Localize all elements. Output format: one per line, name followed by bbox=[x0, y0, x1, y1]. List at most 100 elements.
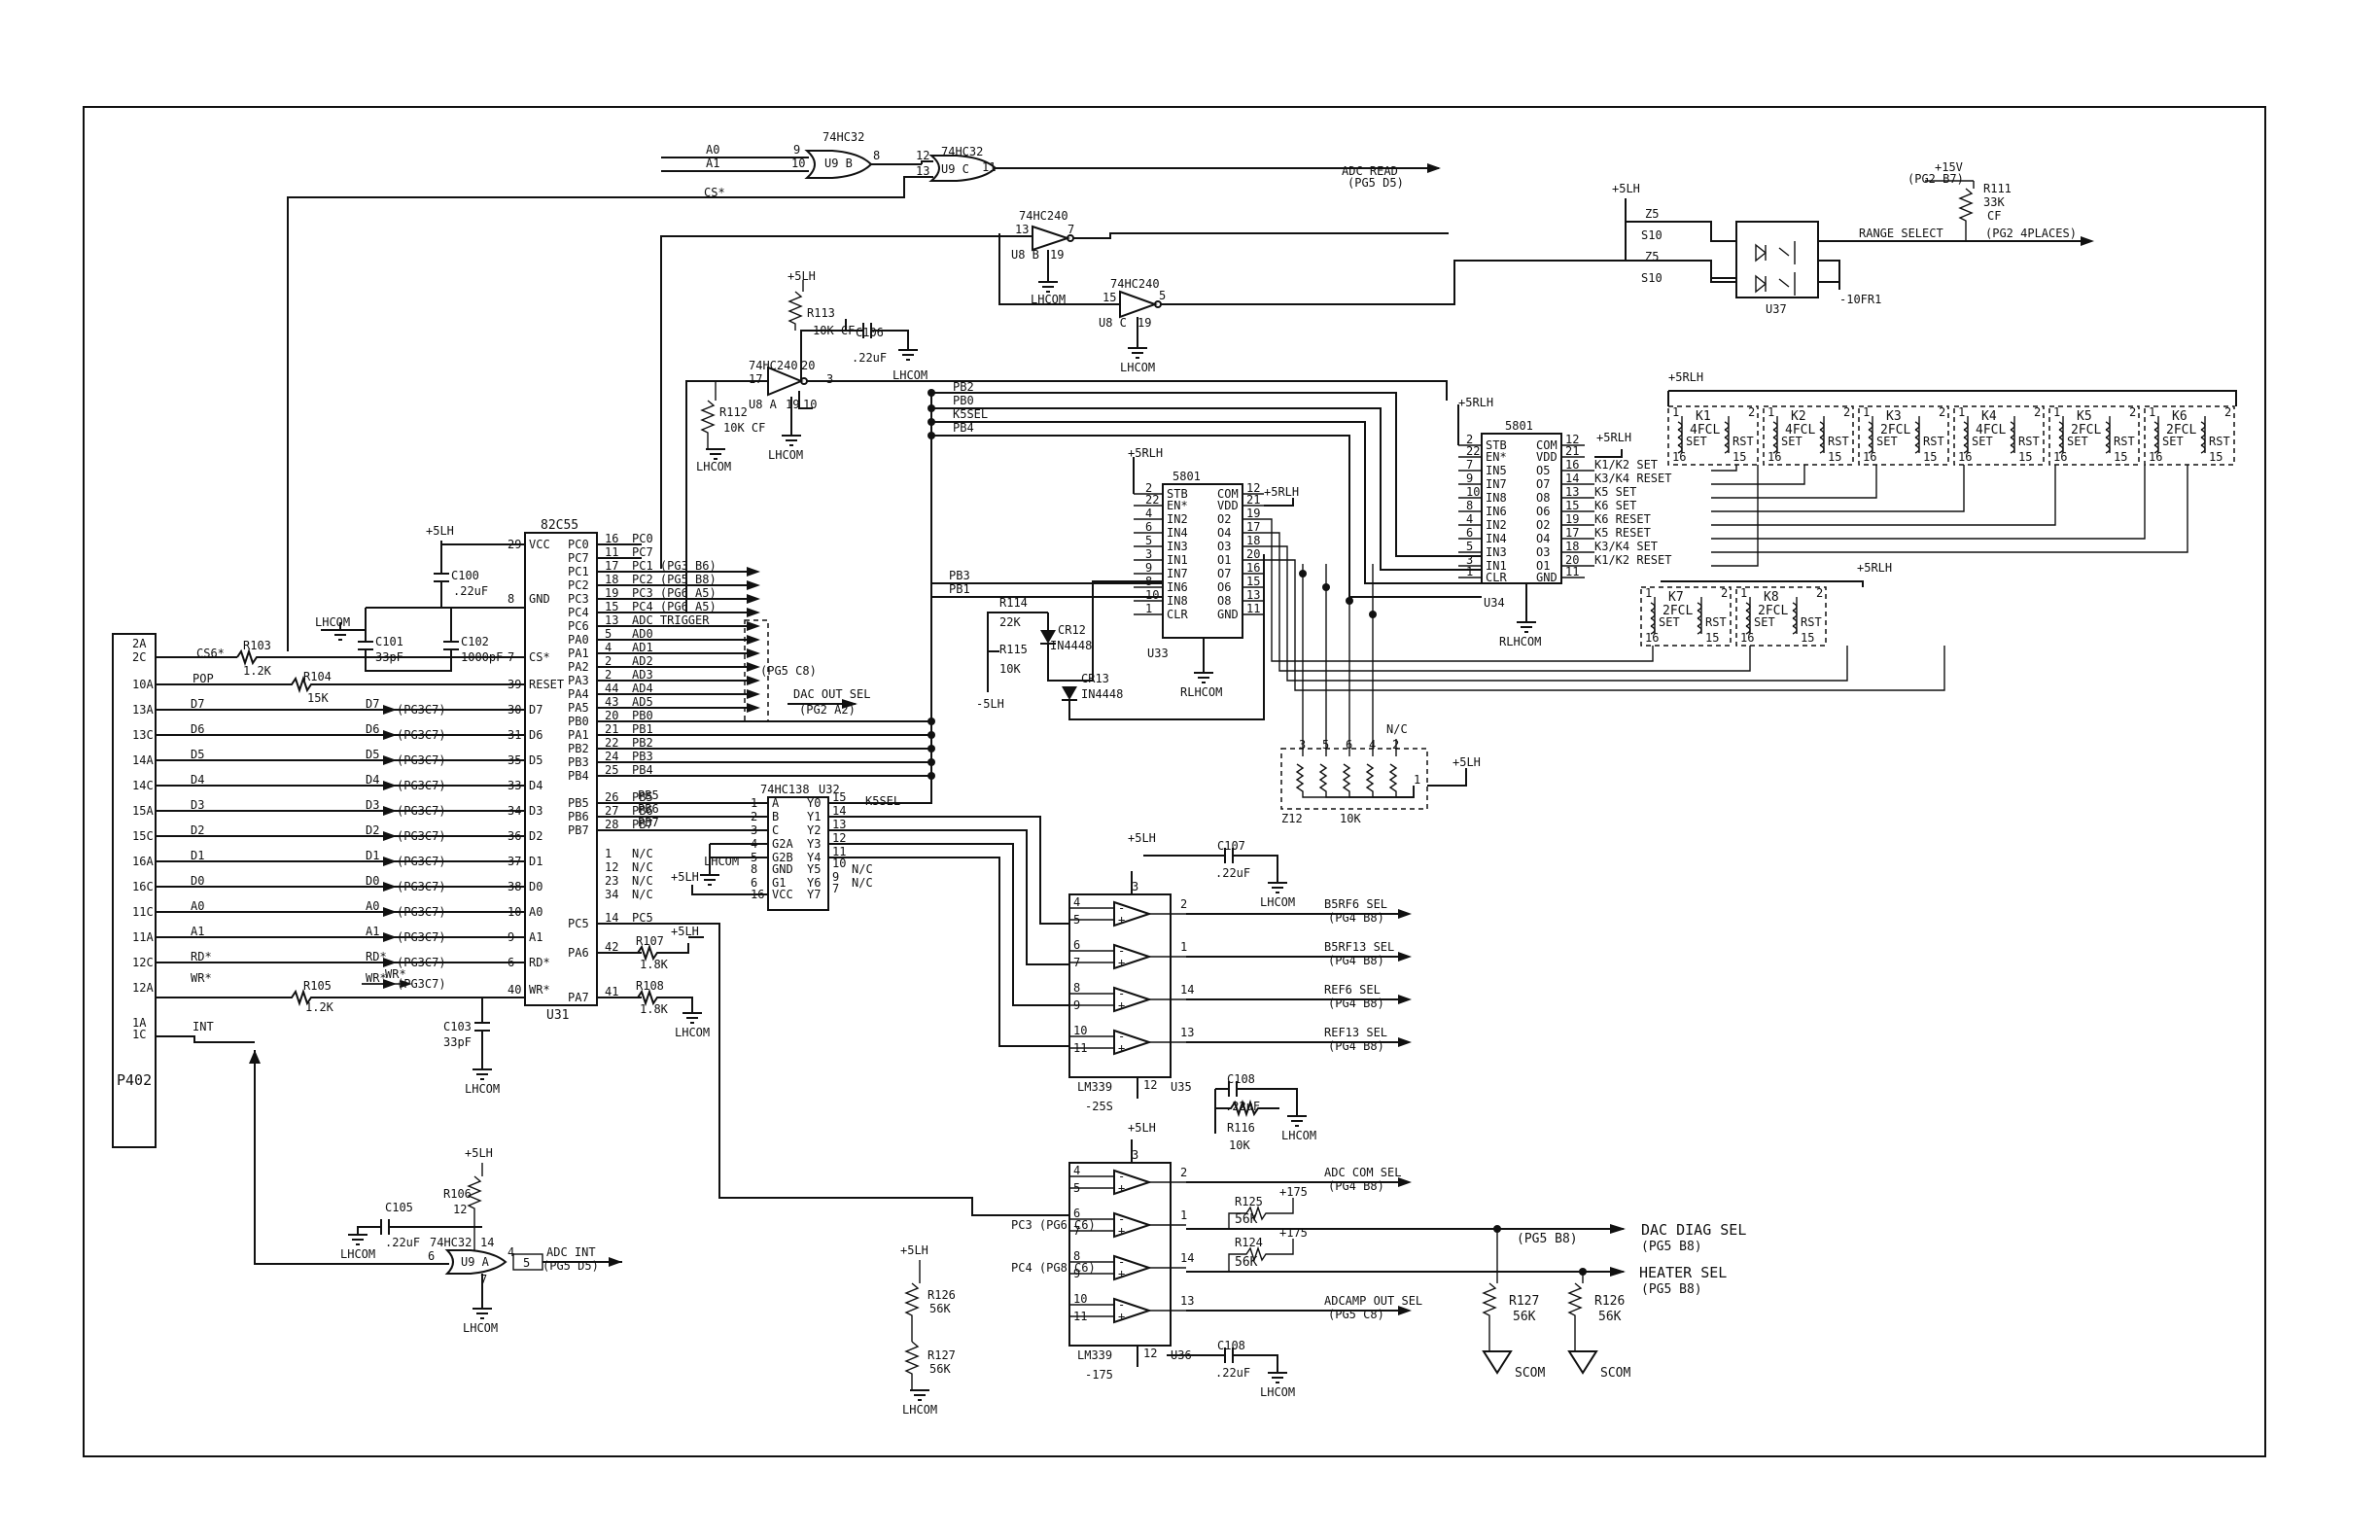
u31-right-pin-name: PB4 bbox=[568, 769, 589, 783]
u31-right-net: PC3 (PG6 A5) bbox=[632, 586, 717, 600]
relay-coil-b bbox=[2105, 444, 2111, 454]
u32-address-label: PB7 bbox=[638, 816, 659, 829]
u31-right-net: AD0 bbox=[632, 627, 653, 641]
u32-nc1: N/C bbox=[852, 862, 873, 876]
relay-type: 4FCL bbox=[1976, 423, 2006, 438]
relay-coil-b bbox=[2105, 437, 2111, 446]
u9b-ref: U9 B bbox=[824, 157, 853, 170]
relay-rst: RST bbox=[2114, 435, 2135, 448]
connector-pin: 10A bbox=[132, 678, 154, 691]
driver-u33: 5801 U33 +5RLH +5RLH RLHCOM STB2EN*22IN2… bbox=[1128, 446, 1299, 699]
u36-minus: - bbox=[1118, 1212, 1125, 1226]
k5sel-down bbox=[828, 422, 932, 804]
u32-gnd bbox=[700, 843, 768, 886]
u31-right-pin-num: 18 bbox=[605, 573, 618, 586]
u34-out-net: K5 SET bbox=[1594, 485, 1636, 499]
r107-ref: R107 bbox=[636, 934, 664, 948]
u32-right-name: Y1 bbox=[807, 810, 821, 823]
u31-port-arrow bbox=[747, 594, 760, 604]
data-line-ref-sheet: (PG3C7) bbox=[397, 804, 446, 818]
u31-right-net: AD1 bbox=[632, 641, 653, 654]
connector-pin: 12C bbox=[132, 956, 154, 969]
c105-ref: C106 bbox=[856, 326, 884, 339]
c105-gnd: LHCOM bbox=[892, 368, 928, 382]
relay-type: 2FCL bbox=[1758, 604, 1788, 618]
relay-pin2: 2 bbox=[1939, 405, 1945, 419]
relay-box bbox=[1763, 405, 1854, 466]
u32-right-name: Y2 bbox=[807, 823, 821, 837]
data-line-ref-name: D7 bbox=[366, 697, 379, 711]
data-line-ref-sheet: (PG3C7) bbox=[397, 880, 446, 893]
r125-ref: R125 bbox=[1235, 1195, 1263, 1208]
data-line-ref-sheet: (PG3C7) bbox=[397, 779, 446, 792]
cr12-value: IN4448 bbox=[1050, 639, 1092, 652]
data-line-ref-sheet: (PG3C7) bbox=[397, 829, 446, 843]
u31-right-net: PC0 bbox=[632, 532, 653, 545]
relay-ref: K5 bbox=[2077, 409, 2092, 424]
u31-right-net: N/C bbox=[632, 874, 653, 888]
wr-label: WR* bbox=[385, 967, 406, 981]
u36-wires bbox=[1069, 1261, 1186, 1275]
data-line-ref-sheet: (PG3C7) bbox=[397, 728, 446, 742]
u35-plus: + bbox=[1118, 998, 1125, 1012]
u32-left-num: 8 bbox=[751, 862, 757, 876]
u36-plus: + bbox=[1118, 1224, 1125, 1238]
u31-left-pin-name: WR* bbox=[529, 983, 550, 997]
u34-ref: U34 bbox=[1484, 596, 1505, 610]
u36-out-num: 1 bbox=[1180, 1208, 1187, 1222]
u31-right-pin-num: 14 bbox=[605, 911, 618, 925]
u31-right-pin-name: PB3 bbox=[568, 755, 589, 769]
relay-box bbox=[1858, 405, 1949, 466]
u35-in-a: 10 bbox=[1073, 1024, 1087, 1037]
y3-wire bbox=[828, 843, 1069, 1006]
u8a-pin20: 20 bbox=[801, 359, 815, 372]
u34-out-num: 12 bbox=[1565, 433, 1579, 446]
u36-vneg: -175 bbox=[1085, 1368, 1113, 1382]
r104-ref: R104 bbox=[303, 670, 332, 683]
relay-coil-a bbox=[1963, 429, 1969, 438]
relay-coil-b bbox=[1697, 610, 1702, 619]
u8b-pin7: 7 bbox=[1068, 223, 1074, 236]
r111-rail-ref: (PG2 B7) bbox=[1908, 172, 1964, 186]
c100-value: .22uF bbox=[453, 584, 488, 598]
u33-out-num: 18 bbox=[1246, 534, 1260, 547]
u35-part: LM339 bbox=[1077, 1080, 1112, 1094]
r108-value: 1.8K bbox=[640, 1002, 669, 1016]
u32-right-num: 13 bbox=[832, 818, 846, 831]
scom-2: SCOM bbox=[1600, 1366, 1630, 1381]
relay-drive-wire bbox=[1711, 465, 1965, 512]
y1-wire bbox=[828, 816, 1069, 925]
u32-right-name: Y3 bbox=[807, 837, 821, 851]
c104-gnd: LHCOM bbox=[340, 1247, 375, 1261]
relay-ref: K4 bbox=[1981, 409, 1997, 424]
u9b-in-a0: A0 bbox=[706, 143, 719, 157]
relay-coil-a bbox=[2153, 429, 2159, 438]
relay-coil-b bbox=[2010, 429, 2015, 438]
r126-ref: R126 bbox=[1594, 1294, 1625, 1309]
u36-plus: + bbox=[1118, 1181, 1125, 1195]
u8c-pin5: 5 bbox=[1159, 289, 1166, 302]
u31-right-pin-name: PA0 bbox=[568, 633, 589, 647]
r111-ref: R111 bbox=[1983, 182, 2012, 195]
pb4-wire bbox=[931, 435, 1482, 598]
r111-rail: +15V bbox=[1935, 160, 1963, 174]
u31-port-arrow bbox=[747, 676, 760, 685]
u31-right-pin-num: 24 bbox=[605, 750, 618, 763]
u36-in-a: 10 bbox=[1073, 1292, 1087, 1306]
s10-bot: S10 bbox=[1641, 271, 1662, 285]
u31-right-pin-num: 43 bbox=[605, 695, 618, 709]
relay-pin1: 1 bbox=[2149, 405, 2155, 419]
relay-pin15: 15 bbox=[1801, 631, 1814, 645]
u9c-pin13: 13 bbox=[916, 164, 929, 178]
u36-plus: + bbox=[1118, 1310, 1125, 1323]
gate-u9c: 74HC32 U9 C 12 13 11 ADC READ (PG5 D5) bbox=[916, 145, 1441, 190]
u32-right-num: 11 bbox=[832, 845, 846, 858]
z12-pin-common: 1 bbox=[1414, 773, 1420, 787]
u31-left-pin-name: D2 bbox=[529, 829, 542, 843]
z12-resistor bbox=[1388, 739, 1415, 798]
u9b-pin9: 9 bbox=[793, 143, 800, 157]
u33-pin-num: 3 bbox=[1145, 547, 1152, 561]
u9c-pin12: 12 bbox=[916, 149, 929, 162]
